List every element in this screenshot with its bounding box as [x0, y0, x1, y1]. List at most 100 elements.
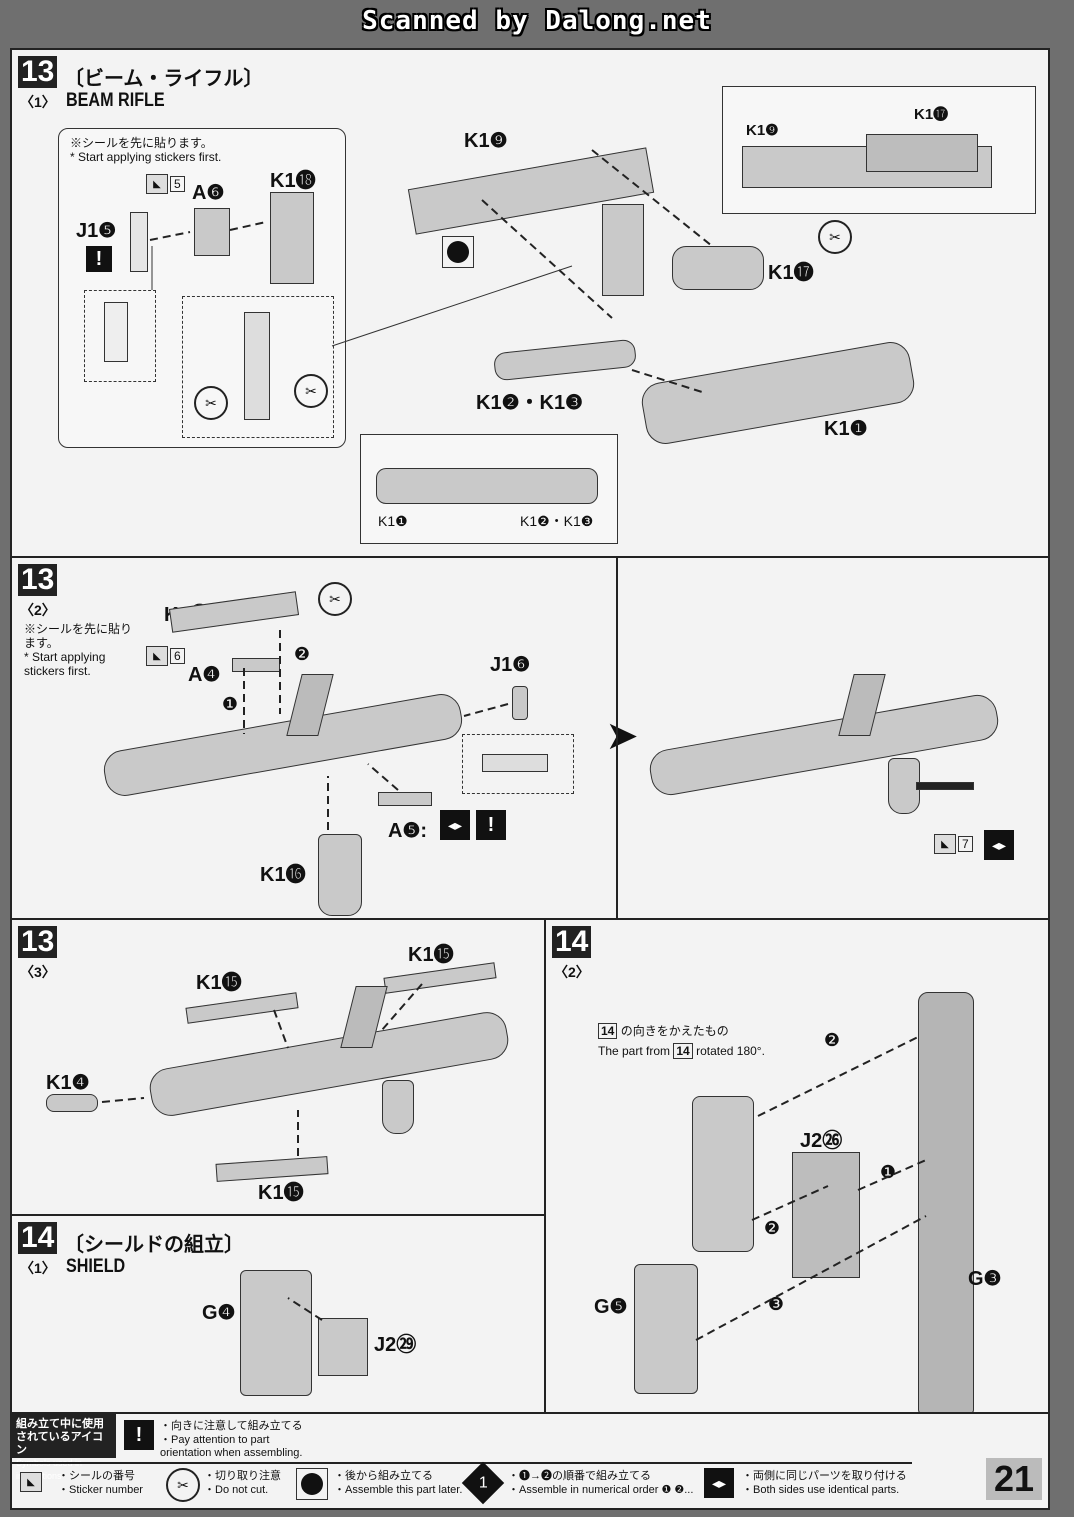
- assemble-later-icon: [442, 236, 474, 268]
- note-en-a: The part from: [598, 1044, 671, 1058]
- both-sides-icon: ◂▸: [440, 810, 470, 840]
- part-k1-18-b: [602, 204, 644, 296]
- part-k1-17: [672, 246, 764, 290]
- note-en: * Start applying stickers first.: [24, 650, 106, 678]
- sticker-7-mark: [916, 782, 974, 790]
- section-title-jp: 〔ビーム・ライフル〕: [64, 68, 264, 90]
- panel-divider: [616, 558, 618, 920]
- panel-divider: [544, 920, 546, 1412]
- part-a5: [378, 792, 432, 806]
- legend-heading: 組み立て中に使用されているアイコン Symbols used in instru…: [12, 1414, 116, 1481]
- part-label-j1-5: J1❺: [76, 220, 117, 242]
- part-label-k1-1: K1❶: [824, 418, 868, 440]
- legend-order-en: ・Assemble in numerical order ❶ ❷...: [508, 1484, 694, 1496]
- order-3-icon: ❸: [767, 1293, 785, 1314]
- inset-part-k1-17: [866, 134, 978, 172]
- part-label-k1-4: K1❹: [46, 1072, 90, 1094]
- step-13-1-panel: 13 〈1〉 〔ビーム・ライフル〕 BEAM RIFLE ※シールを先に貼ります…: [12, 50, 1048, 558]
- step-13-2-panel: 13 〈2〉 ※シールを先に貼ります。 * Start applying sti…: [12, 558, 1048, 920]
- numerical-order-icon: 1: [461, 1461, 505, 1505]
- section-title-en: SHIELD: [66, 1256, 126, 1277]
- order-1-icon: ❶: [879, 1161, 897, 1182]
- legend-sticker-jp: ・シールの番号: [58, 1470, 135, 1482]
- step-13-3-panel: 13 〈3〉 K1⓯ K1⓯ K1❹ K1⓯: [12, 920, 544, 1216]
- step-number: 14: [552, 926, 592, 958]
- legend-attention-en: ・Pay attention to part orientation when …: [160, 1434, 303, 1459]
- part-a6: [194, 208, 230, 256]
- part-k1-16: [318, 834, 362, 916]
- part-label-k1-9: K1❾: [464, 130, 508, 152]
- part-k1-18-detail: [244, 312, 270, 420]
- do-not-cut-icon: ✂: [318, 582, 352, 616]
- step-sub-number: 〈2〉: [20, 602, 56, 618]
- detail-label-k1-1: K1❶: [378, 513, 408, 529]
- do-not-cut-icon: ✂: [818, 220, 852, 254]
- rifle-grip: [382, 1080, 414, 1134]
- part-label-a6: A❻: [192, 182, 225, 204]
- note-en: The part from 14 rotated 180°.: [598, 1043, 765, 1059]
- instruction-sheet: 13 〈1〉 〔ビーム・ライフル〕 BEAM RIFLE ※シールを先に貼ります…: [10, 48, 1050, 1510]
- sticker-icon: ◣: [20, 1472, 42, 1492]
- part-j1-detail: [104, 302, 128, 362]
- step-number: 13: [18, 564, 58, 596]
- sticker-icon: ◣: [934, 834, 956, 854]
- sticker-icon: ◣: [146, 646, 168, 666]
- detail-a5-box: [462, 734, 574, 794]
- symbols-legend: 組み立て中に使用されているアイコン Symbols used in instru…: [12, 1412, 1048, 1510]
- note-en: * Start applying stickers first.: [70, 150, 222, 164]
- assembly-arrows: [243, 630, 509, 830]
- inset-label-k1-17: K1⓱: [914, 106, 949, 123]
- part-g5: [634, 1264, 698, 1394]
- detail-j1-box: [84, 290, 156, 382]
- warning-icon: !: [124, 1420, 154, 1450]
- scan-header: Scanned by Dalong.net: [362, 6, 712, 36]
- part-label-k1-16: K1⓰: [260, 864, 306, 886]
- warning-icon: !: [476, 810, 506, 840]
- sticker-number: 5: [170, 176, 185, 192]
- assembly-arrows: [101, 983, 423, 1156]
- part-g3-shield: [918, 992, 974, 1414]
- part-label-k1-15-bottom: K1⓯: [258, 1182, 304, 1204]
- note-jp: ※シールを先に貼ります。: [24, 622, 133, 650]
- part-j1-5: [130, 212, 148, 272]
- part-label-a4: A❹: [188, 664, 221, 686]
- assemble-later-icon: [296, 1468, 328, 1500]
- section-title-en: BEAM RIFLE: [66, 90, 165, 111]
- legend-attention-jp: ・向きに注意して組み立てる: [160, 1420, 303, 1432]
- next-arrow-icon: ➤: [605, 714, 639, 758]
- order-1-icon: ❶: [221, 693, 239, 714]
- part-label-k1-15-top: K1⓯: [408, 944, 454, 966]
- step-sub-number: 〈1〉: [20, 1260, 56, 1276]
- part-label-a5: A❺:: [388, 820, 428, 842]
- part-label-k1-15-left: K1⓯: [196, 972, 242, 994]
- detail-label-k1-2-k1-3: K1❷・K1❸: [520, 513, 594, 529]
- sticker-number: 7: [958, 836, 973, 852]
- part-k1-18: [270, 192, 314, 284]
- do-not-cut-icon: ✂: [166, 1468, 200, 1502]
- legend-cut-en: ・Do not cut.: [204, 1484, 269, 1496]
- detail-part: [376, 468, 598, 504]
- step-number: 14: [18, 1222, 58, 1254]
- step-14-2-panel: 14 〈2〉 14 の向きをかえたもの The part from 14 rot…: [546, 920, 1048, 1414]
- part-label-g5: G❺: [594, 1296, 628, 1318]
- part-label-j2-26: J2㉖: [800, 1130, 843, 1152]
- legend-both-jp: ・両側に同じパーツを取り付ける: [742, 1470, 907, 1482]
- part-k1-4: [46, 1094, 98, 1112]
- part-label-j1-6: J1❻: [490, 654, 531, 676]
- note-en-b: rotated 180°.: [696, 1044, 765, 1058]
- step-number: 13: [18, 926, 58, 958]
- legend-both-en: ・Both sides use identical parts.: [742, 1484, 900, 1496]
- step-sub-number: 〈3〉: [20, 964, 56, 980]
- section-title-jp: 〔シールドの組立〕: [64, 1234, 244, 1256]
- inset-label-k1-9: K1❾: [746, 122, 779, 139]
- step-14-1-panel: 14 〈1〉 〔シールドの組立〕 SHIELD G❹ J2㉙: [12, 1216, 544, 1412]
- assembly-arrows: [695, 1035, 927, 1341]
- assembly-arrows: [287, 1297, 323, 1321]
- part-label-k1-18: K1⓲: [270, 170, 316, 192]
- legend-later-jp: ・後から組み立てる: [334, 1470, 433, 1482]
- do-not-cut-icon: ✂: [194, 386, 228, 420]
- order-2-icon: ❷: [763, 1217, 781, 1238]
- step-sub-number: 〈2〉: [554, 964, 590, 980]
- both-sides-icon: ◂▸: [704, 1468, 734, 1498]
- part-label-k1-2-k1-3: K1❷・K1❸: [476, 392, 583, 414]
